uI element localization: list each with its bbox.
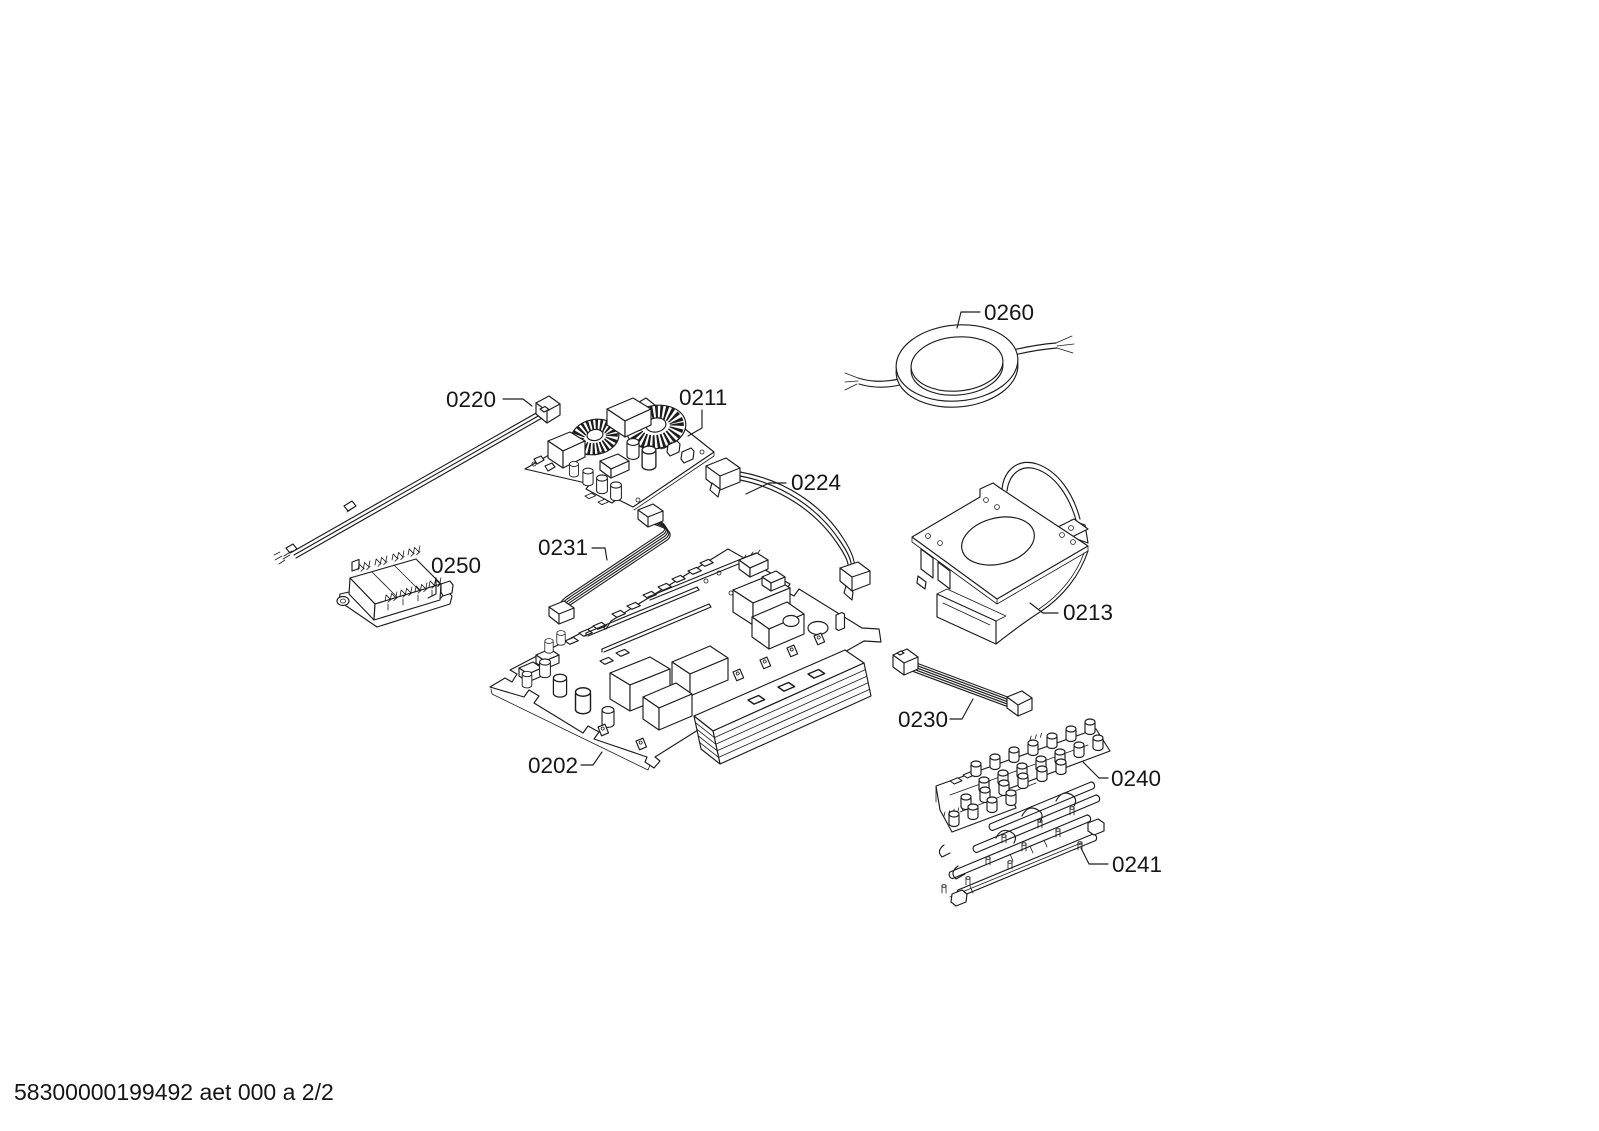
part-0213-cooling-fan: 0213 [911, 461, 1113, 645]
leader-line-0224 [745, 482, 787, 495]
leader-line-0220 [502, 398, 533, 407]
part-label-0240: 0240 [1111, 766, 1161, 791]
part-label-0220: 0220 [446, 387, 496, 412]
part-label-0260: 0260 [984, 300, 1034, 325]
leader-line-0260 [956, 311, 981, 329]
part-label-0250: 0250 [431, 553, 481, 578]
leader-line-0202 [580, 751, 603, 766]
part-0241-light-guide-frame: 0241 [938, 781, 1162, 907]
part-0250-terminal-block: 0250 [336, 545, 481, 628]
leader-line-0213 [1029, 602, 1059, 614]
leader-line-0241 [1080, 847, 1109, 865]
leader-line-0231 [591, 547, 608, 561]
part-0260-power-cord: 0260 [844, 300, 1075, 408]
leader-line-0211 [687, 409, 703, 437]
leader-line-0230 [949, 698, 974, 720]
leader-line-0250 [427, 577, 437, 599]
leader-line-0240 [1082, 761, 1109, 779]
part-label-0202: 0202 [528, 753, 578, 778]
part-0220-wire-harness: 0220 [273, 387, 561, 565]
part-label-0211: 0211 [679, 385, 727, 410]
part-0224-wire-harness: 0224 [705, 457, 871, 601]
part-0202-power-board: 0202 [489, 548, 882, 778]
part-label-0224: 0224 [791, 470, 841, 495]
part-0240-control-module: 0240 [935, 718, 1161, 833]
part-0230-ribbon-cable: 0230 [892, 648, 1033, 732]
part-label-0241: 0241 [1112, 852, 1162, 877]
doc-reference: 58300000199492 aet 000 a 2/2 [14, 1079, 334, 1105]
part-label-0230: 0230 [898, 707, 948, 732]
part-label-0231: 0231 [538, 535, 588, 560]
part-label-0213: 0213 [1063, 600, 1113, 625]
part-0231-ribbon-cable: 0231 [538, 503, 671, 625]
part-0211-filter-board: 0211 [524, 385, 727, 511]
